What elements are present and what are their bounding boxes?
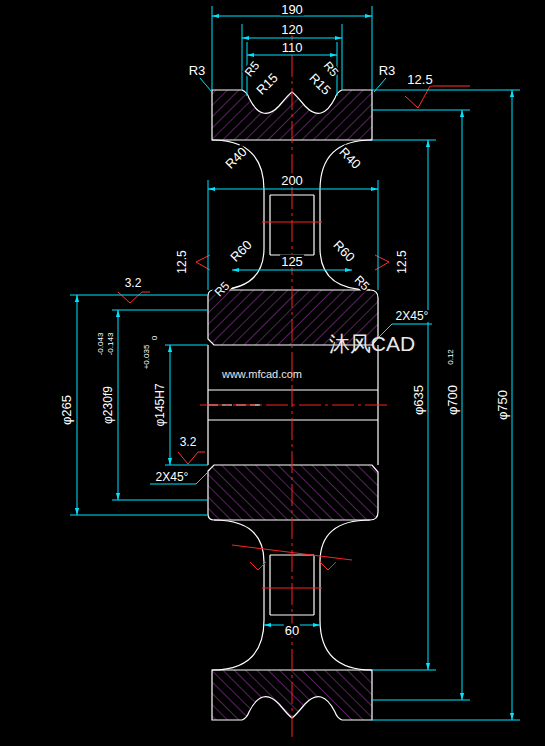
dimension-label: 125 — [280, 255, 304, 268]
radius-label: R3 — [188, 64, 207, 77]
diameter-label: φ145H7 — [154, 382, 166, 427]
radius-label: R60 — [330, 237, 357, 264]
roughness-label: 12.5 — [406, 73, 433, 86]
watermark-label: 沐风CAD — [328, 333, 416, 354]
roughness-label: 3.2 — [124, 277, 143, 289]
dimension-label: 200 — [280, 174, 304, 187]
diameter-label: φ265 — [60, 394, 73, 426]
diameter-label: φ635 — [412, 384, 425, 416]
radius-label: R60 — [227, 237, 254, 264]
roughness-label: 12.5 — [176, 249, 188, 274]
diameter-label: φ230f9 — [102, 385, 114, 425]
dimension-label: 110 — [281, 41, 304, 54]
diameter-label: φ750 — [496, 389, 509, 421]
radius-label: R5 — [321, 59, 341, 80]
tolerance-label: +0.035 — [143, 344, 151, 371]
tolerance-label: 0 — [151, 335, 159, 341]
dimension-label: 120 — [280, 23, 304, 36]
watermark-label: www.mfcad.com — [221, 369, 303, 380]
radius-label: R3 — [378, 64, 397, 77]
chamfer-label: 2X45° — [395, 310, 430, 322]
dimension-label: 190 — [280, 3, 304, 16]
diameter-label: φ700 — [446, 384, 459, 416]
roughness-label: 3.2 — [179, 436, 198, 448]
tolerance-label: 0.12 — [447, 348, 455, 366]
radius-label: R5 — [242, 59, 262, 80]
dimension-label: 60 — [284, 624, 300, 637]
tolerance-label: -0.143 — [107, 332, 115, 357]
tolerance-label: -0.043 — [97, 332, 105, 357]
radius-label: R15 — [253, 70, 280, 97]
chamfer-label: 2X45° — [155, 471, 190, 483]
radius-label: R40 — [222, 144, 249, 171]
roughness-label: 12.5 — [396, 249, 408, 274]
radius-label: R40 — [336, 144, 363, 171]
